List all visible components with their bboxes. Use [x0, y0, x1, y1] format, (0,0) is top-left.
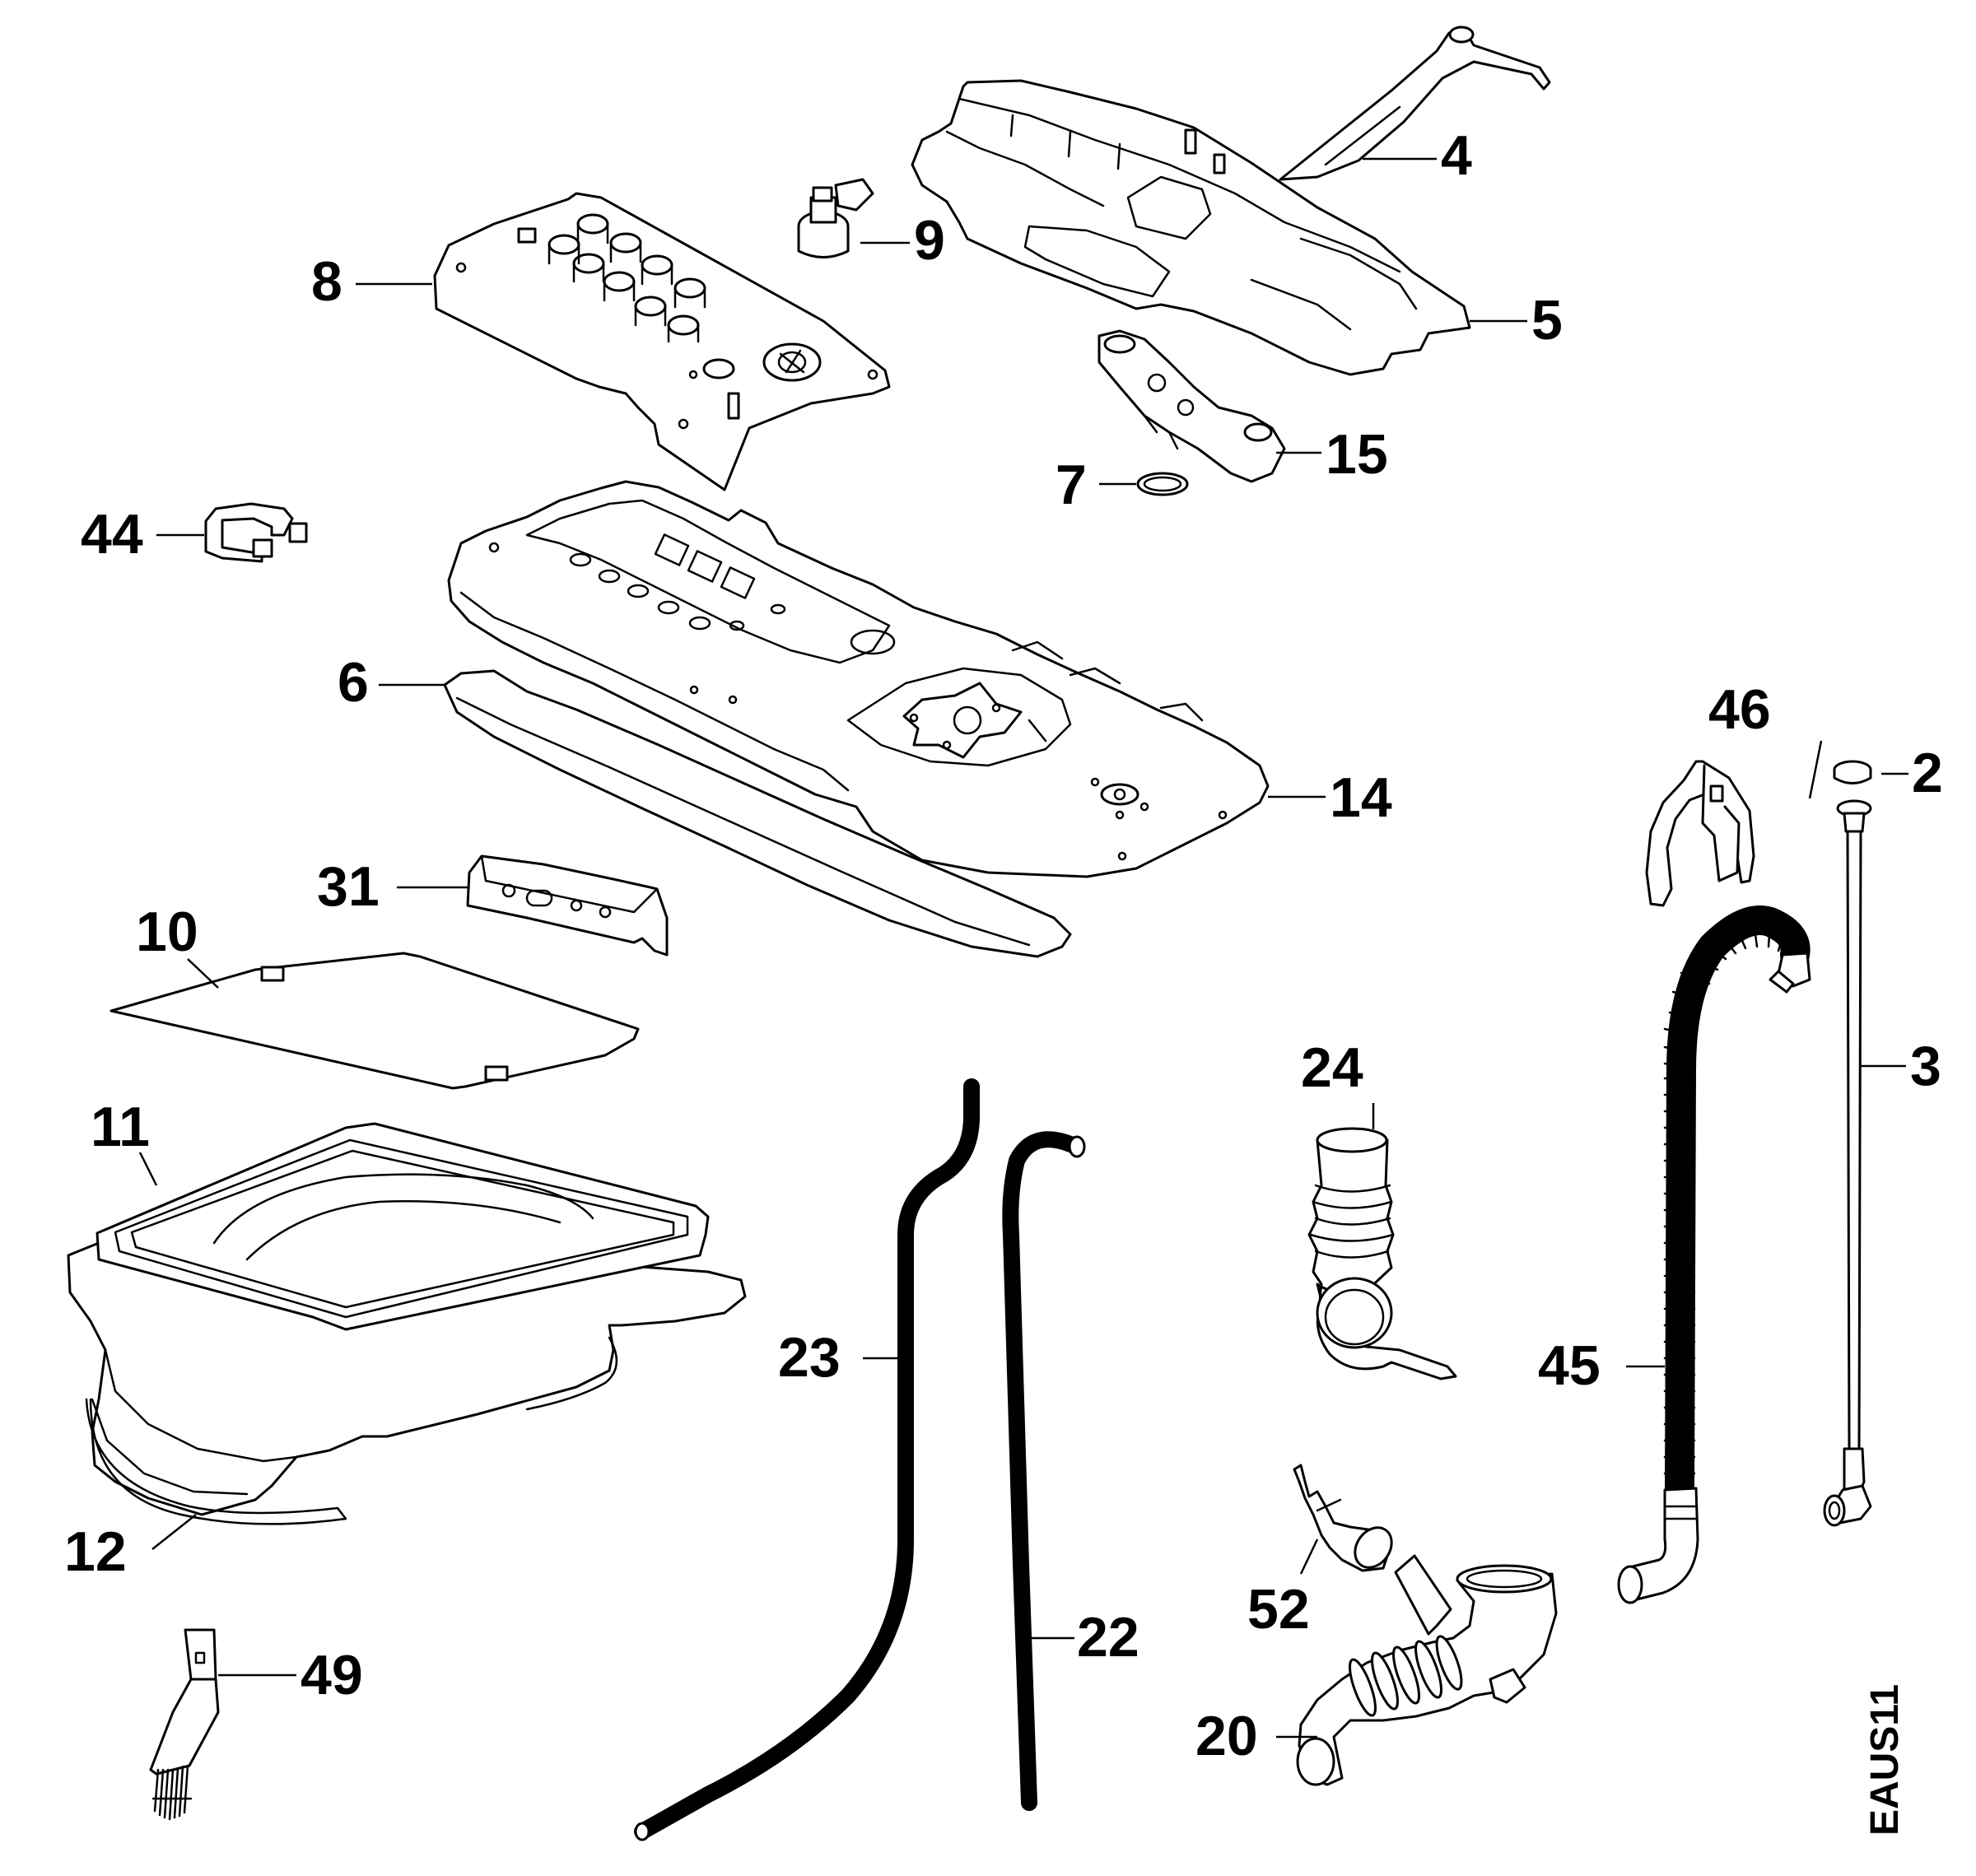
label-part-49: 49 — [301, 1644, 363, 1706]
part-3-inlet-hose — [1823, 799, 1872, 1527]
part-6-strip — [443, 669, 1072, 958]
label-part-22: 22 — [1077, 1606, 1139, 1669]
part-49-brush — [149, 1628, 220, 1821]
part-52-air-chamber — [1293, 1464, 1393, 1572]
label-part-2: 2 — [1912, 742, 1943, 804]
part-23-hose — [634, 1078, 980, 1841]
part-labels: 4 9 8 5 15 7 44 6 46 2 14 31 10 3 24 11 … — [64, 124, 1943, 1767]
part-9-knob — [797, 178, 874, 258]
part-7-o-ring — [1136, 472, 1189, 496]
part-44-clip — [204, 502, 308, 563]
part-20-pump-hose — [1296, 1554, 1558, 1786]
part-11-12-tub-assembly — [67, 1122, 747, 1525]
label-part-24: 24 — [1301, 1036, 1363, 1099]
label-part-52: 52 — [1247, 1578, 1310, 1641]
part-8-control-panel — [433, 192, 891, 491]
label-part-4: 4 — [1441, 124, 1472, 187]
label-part-11: 11 — [91, 1096, 150, 1158]
part-22-hose — [1002, 1131, 1086, 1811]
part-31-bracket — [466, 854, 669, 957]
part-2-cap — [1833, 760, 1872, 784]
label-part-12: 12 — [64, 1520, 127, 1583]
label-part-5: 5 — [1531, 289, 1563, 351]
label-part-7: 7 — [1056, 454, 1087, 516]
part-24-sump-elbow — [1307, 1127, 1457, 1380]
part-46-hose-guide — [1645, 760, 1755, 907]
part-14-top-frame — [447, 480, 1270, 878]
part-10-lid-glass — [110, 952, 640, 1090]
label-part-44: 44 — [81, 503, 143, 566]
label-part-45: 45 — [1538, 1334, 1601, 1397]
part-4-lever — [1279, 26, 1551, 181]
leader-lines — [138, 157, 1908, 1739]
label-part-46: 46 — [1708, 678, 1771, 741]
label-part-6: 6 — [338, 651, 369, 714]
label-part-20: 20 — [1195, 1705, 1258, 1767]
part-45-drain-hose — [1617, 905, 1811, 1604]
label-part-9: 9 — [914, 209, 945, 272]
label-part-14: 14 — [1330, 766, 1392, 829]
label-part-23: 23 — [778, 1326, 841, 1389]
label-part-8: 8 — [311, 250, 343, 313]
label-part-31: 31 — [317, 855, 380, 918]
part-15-manifold — [1098, 329, 1286, 483]
drawing-code: EAUS11 — [1863, 1684, 1907, 1836]
label-part-3: 3 — [1910, 1035, 1941, 1097]
label-part-10: 10 — [136, 901, 198, 963]
hose-clamps — [1349, 1635, 1463, 1717]
display-windows — [569, 533, 786, 631]
label-part-15: 15 — [1326, 423, 1388, 486]
button-posts — [517, 213, 706, 343]
part-5-dispenser-housing — [911, 79, 1471, 376]
